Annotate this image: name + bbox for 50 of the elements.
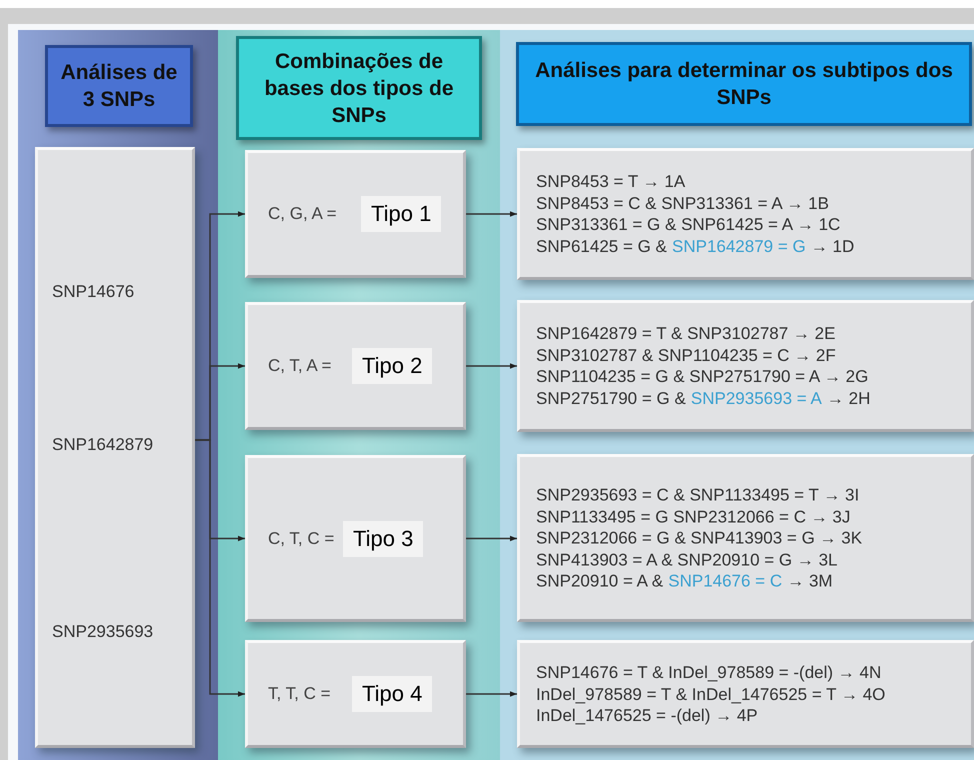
type-label: Tipo 1 — [361, 196, 442, 232]
type-box — [245, 302, 466, 430]
rule-text: SNP20910 = A & — [536, 571, 664, 590]
type-box — [245, 640, 466, 748]
arrow — [195, 439, 245, 697]
highlighted-rule-text: SNP1642879 = G — [672, 236, 806, 256]
rule-text: SNP14676 = T & InDel_978589 = -(del) → 4N — [536, 662, 882, 682]
snp-panel — [35, 147, 195, 748]
base-combination: C, G, A = — [268, 204, 337, 224]
rule-text: → 1D — [810, 236, 854, 256]
type-label: Tipo 2 — [352, 348, 432, 384]
subtype-box — [517, 454, 974, 622]
rule-text: SNP313361 = G & SNP61425 = A → 1C — [536, 215, 840, 234]
rule-text: InDel_1476525 = -(del) → 4P — [536, 706, 758, 725]
arrow — [466, 691, 517, 697]
rule-text: → 2H — [826, 388, 870, 408]
rule-text: SNP2935693 = C & SNP1133495 = T → 3I — [536, 485, 860, 504]
type-label: Tipo 3 — [343, 520, 424, 556]
rule-text: SNP3102787 & SNP1104235 = C → 2F — [536, 346, 836, 364]
base-combination: T, T, C = — [268, 684, 331, 704]
arrow — [466, 363, 517, 369]
rule-text: SNP1133495 = G SNP2312066 = C → 3J — [536, 506, 850, 526]
rule-text: InDel_978589 = T & InDel_1476525 = T → 4O — [536, 684, 886, 704]
rule-text: SNP8453 = C & SNP313361 = A → 1B — [536, 194, 829, 212]
column-header: Análises de 3 SNPs — [45, 45, 193, 127]
highlighted-rule-text: SNP2935693 = A — [690, 388, 822, 408]
subtype-box — [517, 148, 974, 280]
rule-text: SNP61425 = G & — [536, 236, 667, 256]
arrow — [466, 211, 517, 217]
type-box — [245, 455, 466, 622]
highlighted-rule-text: SNP14676 = C — [668, 571, 782, 590]
subtype-box — [517, 640, 974, 748]
column-header: Análises para determinar os subtipos dos SNPs — [516, 42, 972, 126]
base-combination: C, T, C = — [268, 528, 334, 548]
snp-name: SNP14676 — [52, 282, 134, 302]
rule-text: SNP413903 = A & SNP20910 = G → 3L — [536, 550, 838, 569]
rule-text: SNP1104235 = G & SNP2751790 = A → 2G — [536, 367, 868, 386]
base-combination: C, T, A = — [268, 356, 332, 376]
snp-name: SNP1642879 — [52, 435, 154, 455]
rule-text: SNP1642879 = T & SNP3102787 → 2E — [536, 324, 836, 343]
rule-text: → 3M — [787, 571, 833, 590]
rule-text: SNP8453 = T → 1A — [536, 172, 686, 191]
snp-name: SNP2935693 — [52, 622, 154, 642]
column-header: Combinações de bases dos tipos de SNPs — [236, 36, 482, 140]
arrow — [466, 536, 517, 542]
rule-text: SNP2751790 = G & — [536, 388, 686, 408]
type-label: Tipo 4 — [352, 676, 432, 712]
rule-text: SNP2312066 = G & SNP413903 = G → 3K — [536, 528, 862, 548]
subtype-box — [517, 300, 974, 432]
type-box — [245, 150, 466, 278]
